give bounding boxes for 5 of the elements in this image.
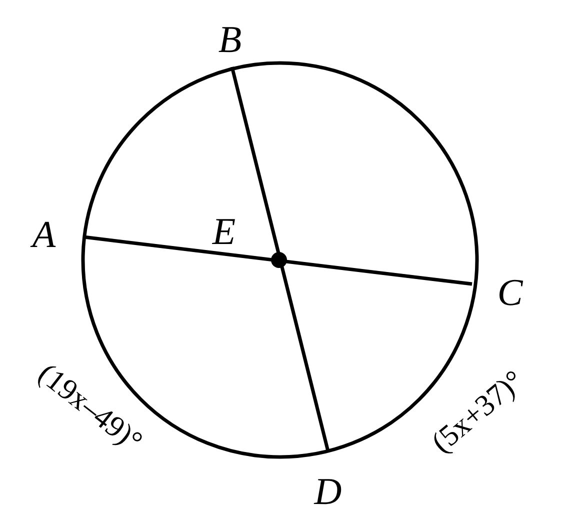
point-label: D: [314, 470, 342, 514]
point-label: E: [212, 210, 236, 254]
point-label: B: [218, 18, 242, 62]
point-label: C: [497, 271, 523, 315]
point-label: A: [32, 213, 56, 257]
